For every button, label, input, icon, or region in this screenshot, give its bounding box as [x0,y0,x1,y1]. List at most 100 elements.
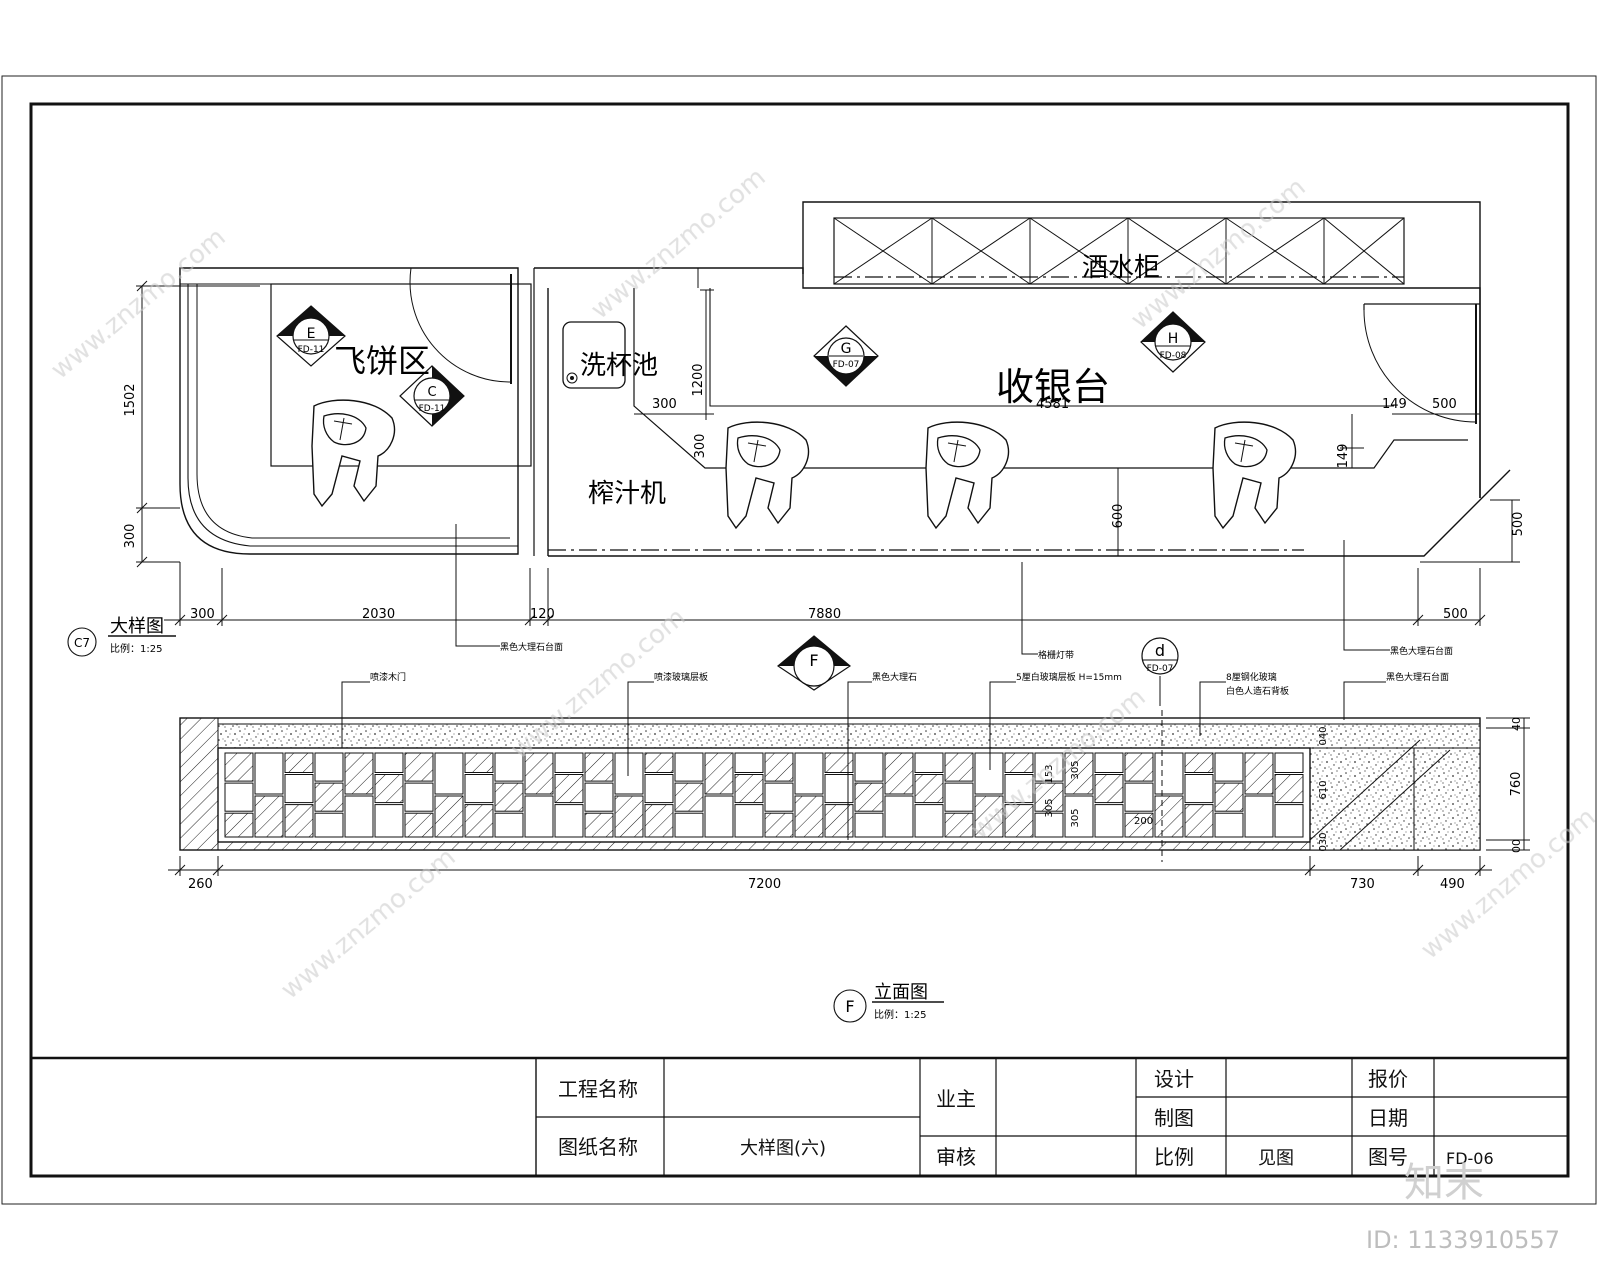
project-name-label: 工程名称 [558,1077,638,1101]
glass-panel [1034,812,1064,838]
glass-panel [1034,782,1064,812]
dim-300a: 300 [652,397,677,412]
glass-panel [494,752,524,782]
section-marker-e: E FD-11 [276,305,346,367]
glass-panel [944,752,974,782]
quote-label: 报价 [1368,1067,1408,1091]
glass-panel [224,782,254,812]
section-marker-g: G FD-07 [813,325,879,387]
glass-panel [824,752,854,773]
watermark-site-6: www.znzmo.com [275,842,461,1005]
elev-dim-490: 490 [1440,877,1465,892]
glass-panel [674,812,704,838]
elev-dim-7200: 7200 [748,877,781,892]
scale-label: 比例 [1154,1145,1194,1169]
glass-panel [854,782,884,812]
glass-panel [944,812,974,838]
elev-inner-305c: 305 [1070,808,1081,827]
marker-d-letter: d [1155,641,1165,660]
elev-dim-right-760: 760 [1509,772,1524,797]
marker-e-ref: FD-11 [298,345,325,355]
area-pancake-label: 飞饼区 [334,342,430,380]
elev-dim-right-00: 00 [1510,839,1523,853]
glass-panel [374,774,404,804]
glass-panel [614,795,644,838]
glass-panel [1004,774,1034,804]
glass-panel [1064,752,1094,795]
title-block [535,1058,1568,1176]
review-label: 审核 [936,1145,976,1169]
glass-panel [764,782,794,812]
area-cashier-label: 收银台 [996,365,1110,409]
callout-6: 白色人造石背板 [1226,685,1289,697]
design-label: 设计 [1154,1067,1194,1091]
elev-inner-200: 200 [1134,816,1153,827]
glass-panel [734,804,764,838]
glass-panel [254,795,284,838]
dim-300b: 300 [693,434,708,459]
glass-panel [1154,752,1184,795]
date-label: 日期 [1368,1106,1408,1130]
glass-panel [284,804,314,838]
glass-panel [434,752,464,795]
glass-panel [404,752,434,782]
dim-left-300: 300 [123,524,138,549]
glass-panel [374,804,404,838]
marker-h-letter: H [1168,331,1179,347]
glass-panel [1184,774,1214,804]
glass-panel [794,795,824,838]
dim-500a: 500 [1432,397,1457,412]
elev-title: 立面图 [874,982,928,1003]
callout-3: 黑色大理石 [872,671,917,683]
glass-panel [614,752,644,795]
glass-panel [1124,782,1154,812]
glass-panel [734,752,764,773]
dim-149b: 149 [1336,444,1351,469]
glass-panel [1124,812,1154,838]
glass-panel [494,782,524,812]
glass-panel [914,752,944,773]
elev-inner-305b: 305 [1070,760,1081,779]
glass-panel [644,752,674,773]
glass-panel [554,752,584,773]
dim-bottom-300: 300 [190,607,215,622]
glass-panel [1094,804,1124,838]
marker-f-letter: F [809,651,818,670]
elev-scale: 比例：1:25 [874,1008,926,1021]
area-cup-sink-label: 洗杯池 [580,351,658,381]
glass-panel [464,752,494,773]
glass-panel [1274,804,1304,838]
glass-panel [554,804,584,838]
glass-panel [1154,795,1184,838]
plan-title: 大样图 [110,616,164,637]
dim-149a: 149 [1382,397,1407,412]
watermark-id: ID: 1133910557 [1366,1226,1560,1254]
area-wine-cabinet-label: 酒水柜 [1082,253,1160,283]
glass-panel [794,752,824,795]
marker-g-letter: G [841,341,852,357]
glass-panel [254,752,284,795]
glass-panel [1094,752,1124,773]
glass-panel [1184,752,1214,773]
section-marker-d: d FD-07 [1141,637,1179,706]
leader-plan-1: 黑色大理石台面 [500,641,563,653]
glass-panel [314,812,344,838]
glass-panel [314,782,344,812]
section-marker-f: F [776,635,852,691]
glass-panel [464,774,494,804]
marker-c-ref: FD-11 [419,404,446,414]
glass-panel [704,752,734,795]
glass-panel [1214,812,1244,838]
glass-panel [884,795,914,838]
glass-panel [584,812,614,838]
floor-plan: E FD-11 C FD-11 G FD-07 H FD-08 [67,201,1526,706]
glass-panel [974,795,1004,838]
glass-panel [224,752,254,782]
plan-scale: 比例：1:25 [110,642,162,655]
glass-panel [764,812,794,838]
glass-panel [1094,774,1124,804]
glass-panel [944,782,974,812]
glass-panel [884,752,914,795]
dim-left-1502: 1502 [123,383,138,416]
glass-panel [344,752,374,795]
